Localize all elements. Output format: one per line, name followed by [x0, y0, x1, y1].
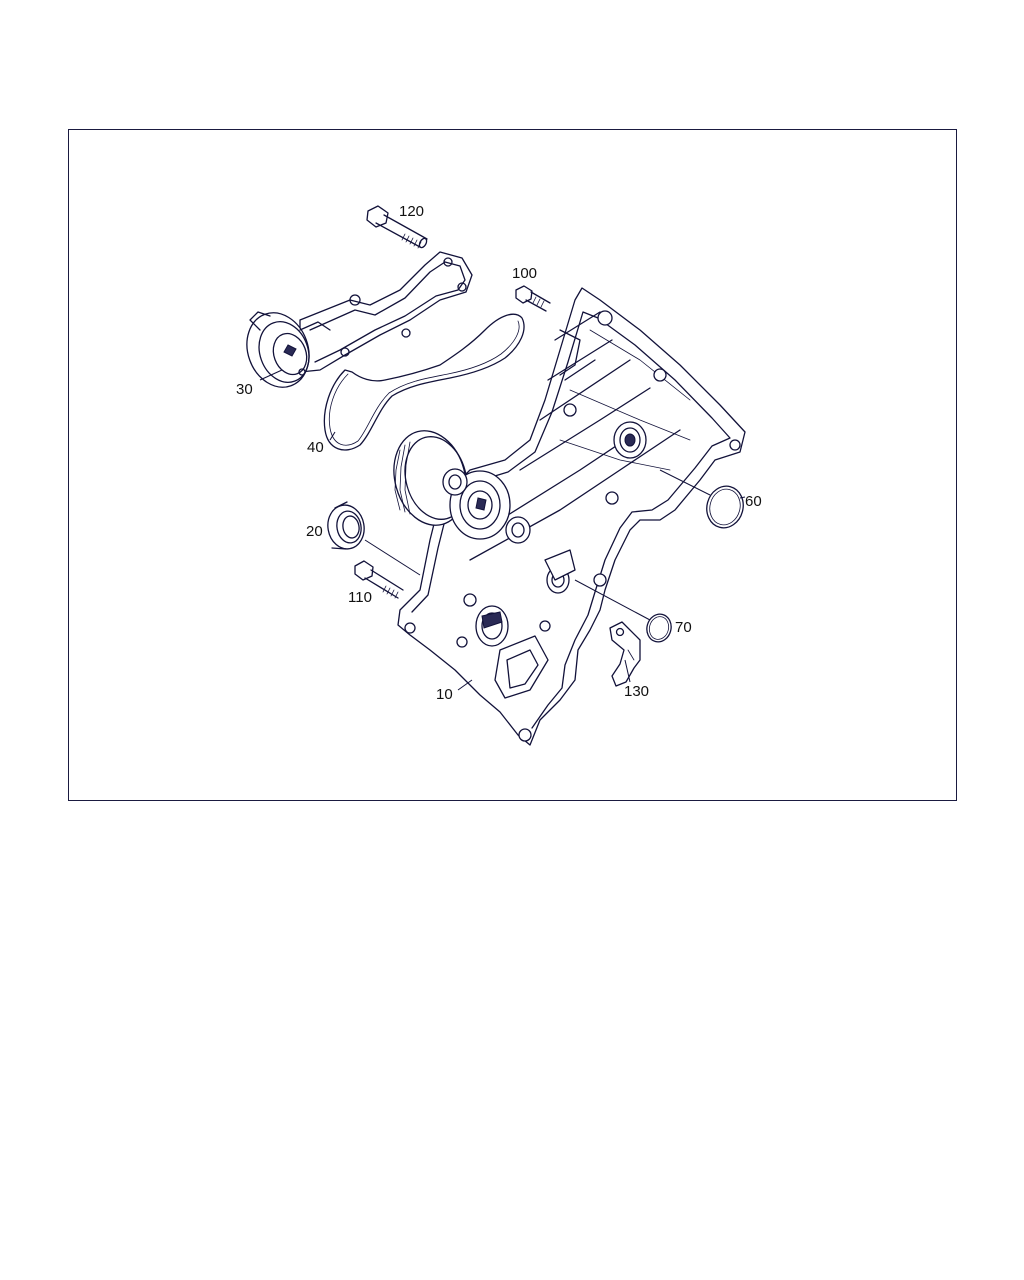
bracket-130-drawing[interactable] — [609, 621, 641, 687]
bolt-100-drawing[interactable] — [515, 285, 551, 312]
callout-60: 60 — [745, 493, 762, 510]
callout-100: 100 — [512, 265, 537, 282]
bolt-120-drawing[interactable] — [366, 205, 428, 249]
callout-10: 10 — [436, 686, 453, 703]
callout-130: 130 — [624, 683, 649, 700]
callout-110: 110 — [348, 589, 372, 606]
leader-lines — [259, 369, 746, 691]
callout-20: 20 — [306, 523, 323, 540]
gasket-40-drawing[interactable] — [323, 313, 525, 451]
timing-cover-10-drawing[interactable] — [384, 287, 746, 746]
seal-20-drawing[interactable] — [324, 501, 367, 552]
callout-120: 120 — [399, 203, 424, 220]
callout-40: 40 — [307, 439, 324, 456]
callout-30: 30 — [236, 381, 253, 398]
water-pump-30-drawing[interactable] — [237, 251, 473, 396]
o-ring-70-drawing[interactable] — [644, 611, 674, 644]
o-ring-60-drawing[interactable] — [702, 482, 748, 532]
bolt-110-drawing[interactable] — [354, 560, 404, 599]
callout-70: 70 — [675, 619, 692, 636]
